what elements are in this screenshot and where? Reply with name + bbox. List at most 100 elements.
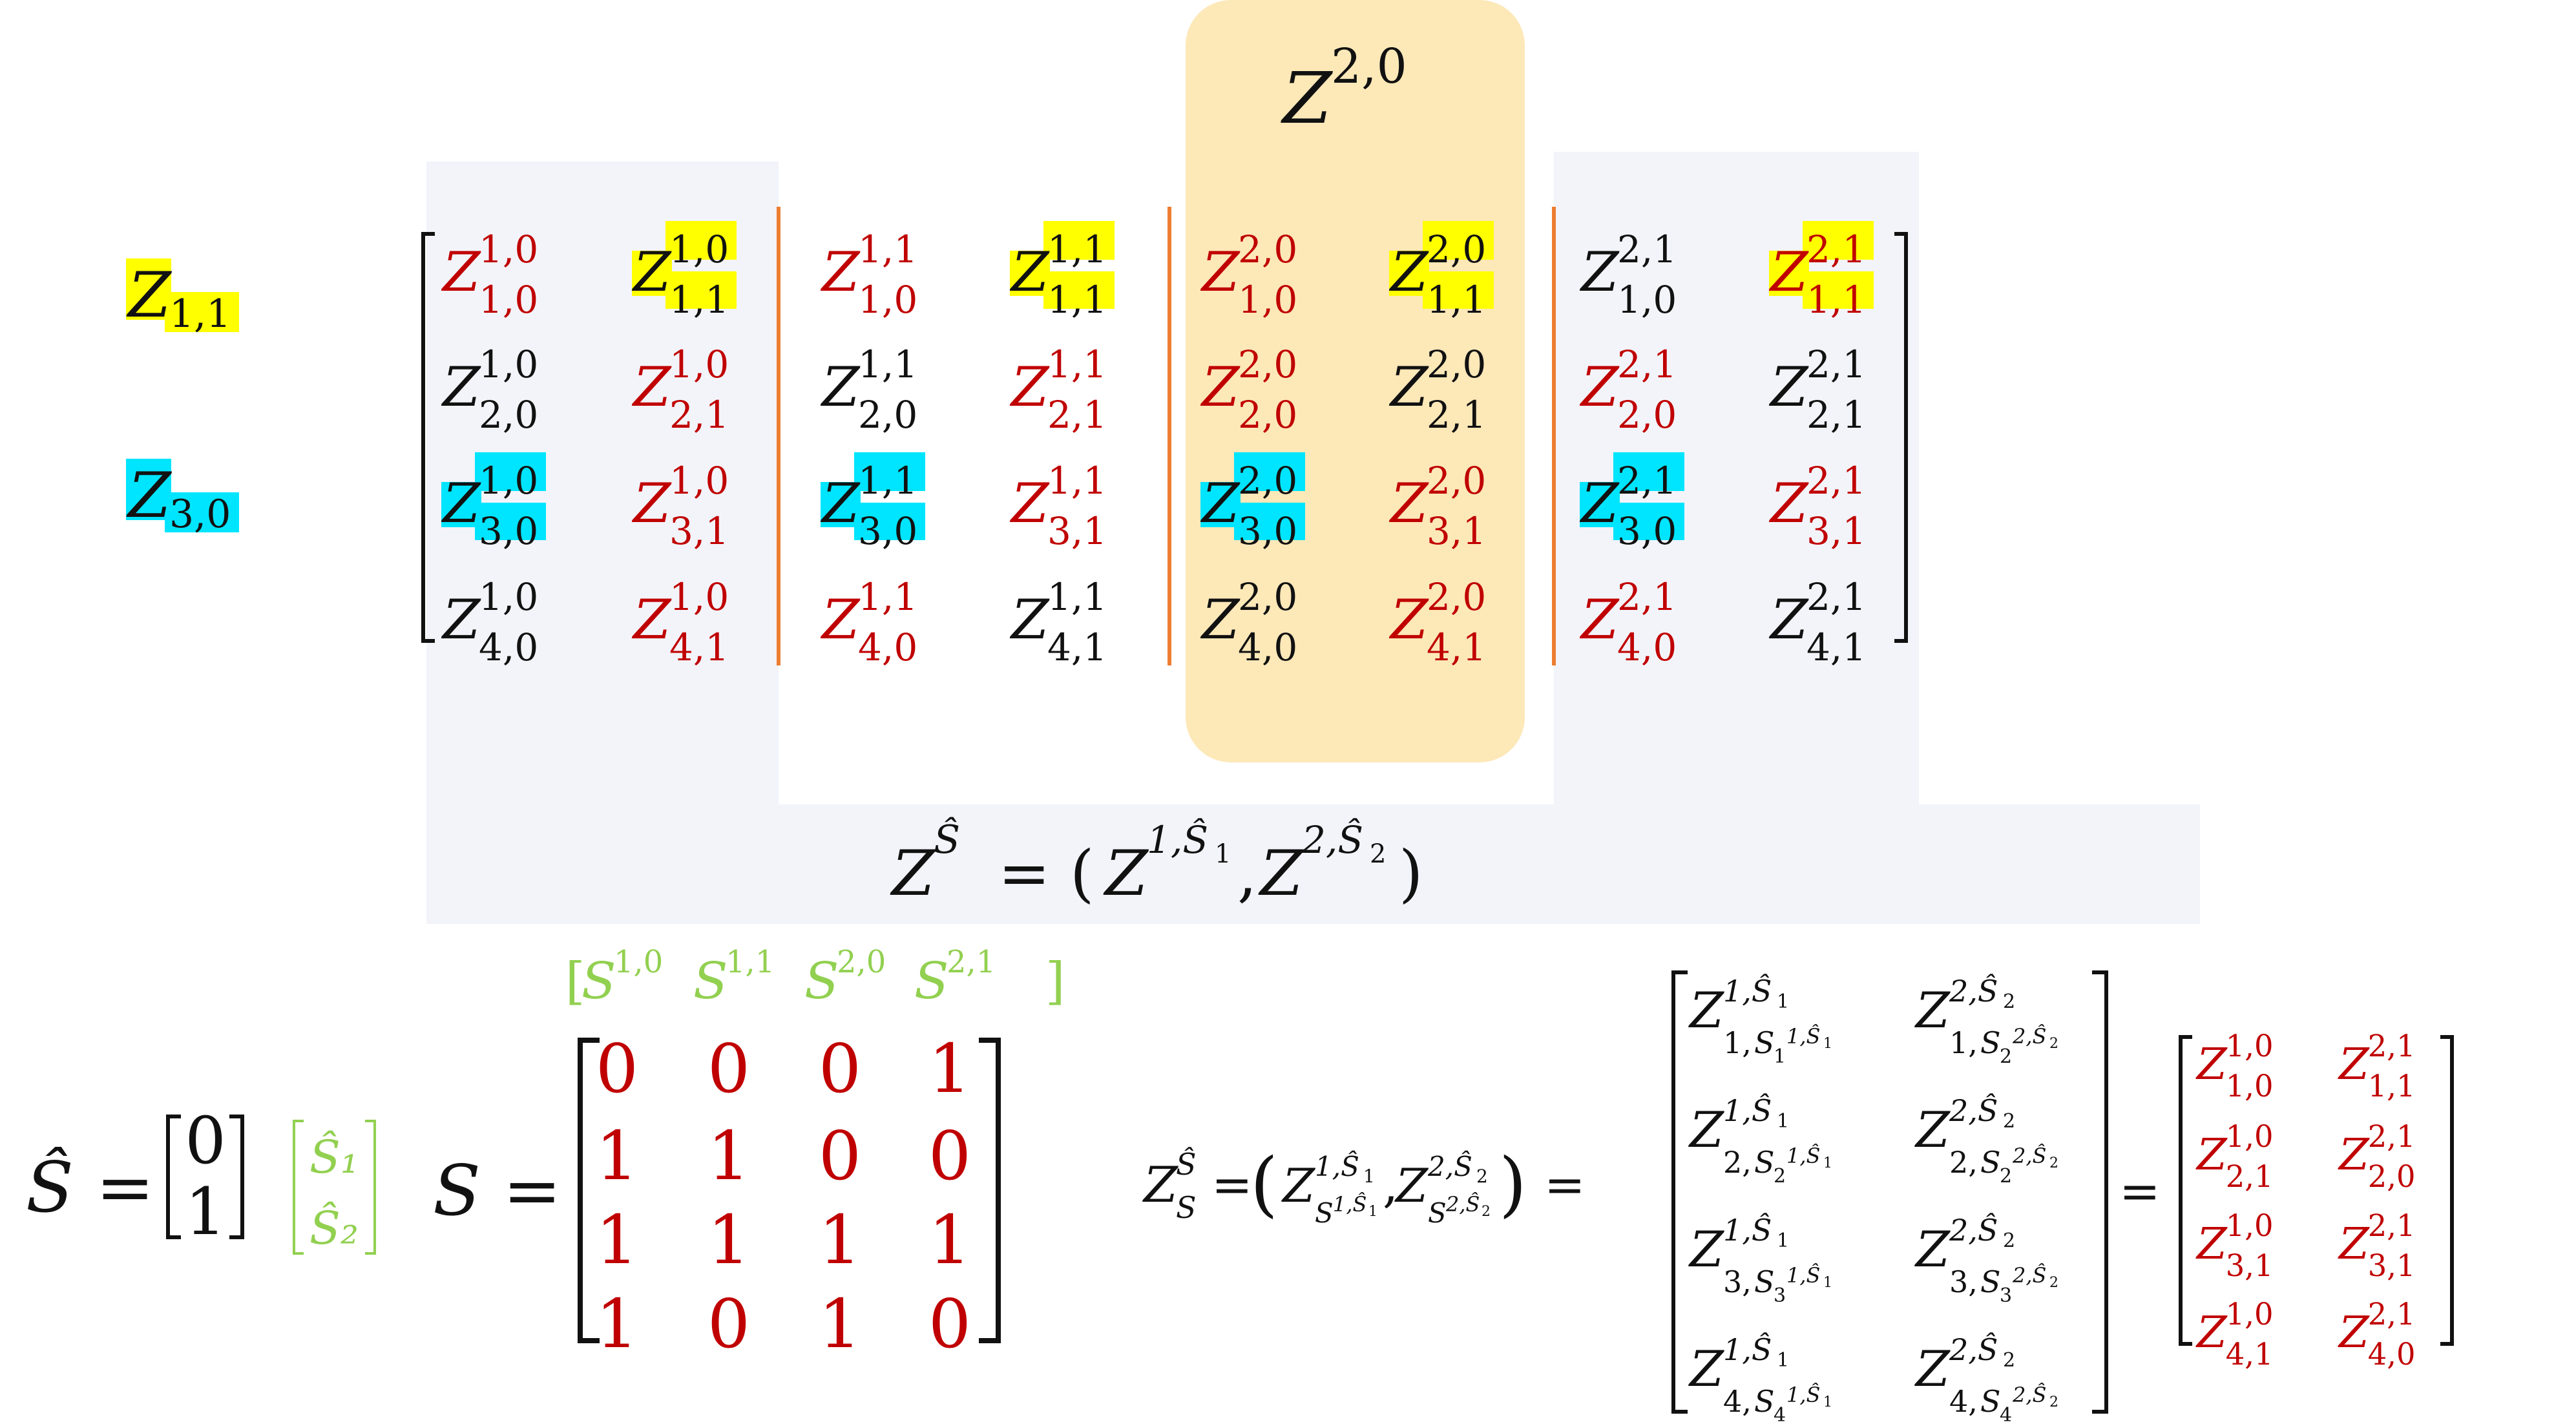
z-superscript: 1,1 — [858, 342, 917, 386]
matrix-z-cell: Z2,0 1,1 — [1388, 227, 1486, 322]
z-letter: Z — [631, 588, 672, 651]
s-matrix-cell: 0 — [707, 1029, 750, 1108]
z-superscript: 1,0 — [2226, 1208, 2274, 1243]
z-superscript: 2,1 — [2368, 1119, 2416, 1154]
z-letter: Z — [1914, 1101, 1951, 1158]
matrix-z-cell: Z2,03,1 — [1388, 459, 1486, 553]
z-letter: Z — [2338, 1039, 2370, 1089]
z-result-cell: Z1,03,1 — [2195, 1208, 2274, 1283]
z-letter: Z — [1388, 355, 1429, 419]
z-subscript-index: 4 — [2000, 1404, 2012, 1424]
z-subscript: 1,0 — [479, 278, 538, 322]
s-matrix-cell: 0 — [928, 1284, 971, 1363]
matrix-z-cell: Z1,04,0 — [441, 575, 538, 669]
left-bracket — [1671, 970, 1688, 1414]
z-letter: Z — [1388, 240, 1429, 304]
z-superscript-index: 1 — [1777, 1110, 1789, 1133]
matrix-z-cell: Z1,01,0 — [441, 227, 538, 322]
z-result-cell: Z1,01,0 — [2195, 1029, 2274, 1104]
z-letter: Z — [631, 355, 672, 419]
z-subscript-index: 2 — [1774, 1165, 1786, 1188]
z-letter: Z — [1388, 588, 1429, 651]
z-subscript: 1,1 — [1427, 278, 1486, 322]
math-text: 1 — [1368, 1204, 1377, 1220]
z-subscript-sup-index: 1 — [1823, 1155, 1832, 1171]
matrix-z-cell: Z1,14,1 — [1009, 575, 1107, 669]
matrix-z-cell: Z2,01,0 — [1200, 227, 1297, 322]
matrix-z-cell: Z1,04,1 — [631, 575, 729, 669]
z-subscript: 3,0 — [479, 509, 538, 553]
z-superscript: 1,0 — [669, 227, 729, 271]
z-superscript: 2,0 — [1427, 227, 1486, 271]
z-subscript: 2,0 — [1617, 393, 1677, 437]
s-hat-lhs: Ŝ = — [26, 1146, 154, 1228]
z-superscript: 2,Ŝ — [1949, 1093, 1998, 1128]
z-superscript: 1,0 — [479, 459, 538, 503]
z-subscript: 4,0 — [479, 625, 538, 669]
z-superscript: 2,Ŝ — [1949, 1332, 1998, 1367]
z-superscript: 2,Ŝ — [1949, 1212, 1998, 1248]
z-superscript: 1,0 — [669, 575, 729, 619]
math-text: 2 — [1370, 839, 1386, 869]
z-letter: Z — [2338, 1219, 2370, 1269]
z-superscript-index: 2 — [2003, 1110, 2015, 1133]
right-bracket — [2092, 970, 2108, 1414]
z-subscript: 2, — [1723, 1145, 1752, 1180]
z-subscript: 2,1 — [1047, 393, 1107, 437]
matrix-z-cell: Z2,14,0 — [1579, 575, 1677, 669]
z-letter: Z — [1200, 240, 1241, 304]
yellow-highlight — [1389, 251, 1429, 296]
z-letter: Z — [1688, 981, 1724, 1039]
z-subscript-sup: 2,Ŝ — [2012, 1383, 2046, 1407]
s-matrix-cell: 1 — [819, 1200, 861, 1279]
z-subscript-sup: 1,Ŝ — [1786, 1383, 1820, 1407]
cyan-highlight — [821, 482, 861, 527]
z-result-cell: Z1,02,1 — [2195, 1119, 2274, 1194]
header-s: S — [914, 952, 948, 1010]
z-subscript-index: 2 — [2000, 1165, 2012, 1188]
top-label: Z2,0 — [1281, 39, 1407, 140]
z-subscript: S — [1980, 1025, 2001, 1060]
band-orange-column — [1186, 0, 1525, 762]
green-bracket-right — [365, 1120, 376, 1255]
z-superscript: 2,1 — [2368, 1297, 2416, 1332]
z-letter: Z — [1688, 1220, 1724, 1278]
z-subscript: 4,0 — [1617, 625, 1677, 669]
z-subscript: 1,0 — [1617, 278, 1677, 322]
z-letter: Z — [820, 355, 861, 419]
z-subscript-sup: 2,Ŝ — [2012, 1263, 2046, 1288]
matrix-z-cell: Z1,12,0 — [820, 342, 917, 437]
z-letter: Z — [1009, 588, 1050, 651]
cyan-highlight — [475, 452, 546, 491]
header-sup: 2,0 — [837, 944, 886, 980]
header-sup: 1,0 — [614, 944, 663, 980]
right-bracket — [229, 1115, 244, 1239]
z-superscript: 2,1 — [1617, 342, 1677, 386]
z-superscript: 2,0 — [1427, 459, 1486, 503]
z-superscript: 1,1 — [1047, 459, 1107, 503]
z-subscript-sup-index: 2 — [2049, 1155, 2058, 1171]
label-subscript: 3,0 — [169, 492, 231, 537]
top-label-sup: 2,0 — [1331, 39, 1407, 94]
cyan-highlight — [475, 503, 546, 540]
z-subscript-sup-index: 2 — [2049, 1394, 2058, 1410]
z-subscript: 1,1 — [1047, 278, 1107, 322]
z-subscript: 4, — [1949, 1384, 1978, 1419]
matrix-z-cell: Z2,13,0 — [1579, 459, 1677, 553]
z-superscript: 1,0 — [2226, 1029, 2274, 1063]
z-letter: Z — [1688, 1101, 1724, 1158]
z-result-cell: Z2,12,0 — [2338, 1119, 2416, 1194]
z-letter: Z — [1009, 355, 1050, 419]
math-text: Z — [890, 837, 936, 910]
z-superscript: 2,1 — [2368, 1208, 2416, 1243]
label-highlight — [126, 258, 171, 320]
z-superscript: 1,0 — [669, 342, 729, 386]
z-subscript: 2,1 — [1806, 393, 1866, 437]
matrix-z-cell: Z2,12,0 — [1579, 342, 1677, 437]
yellow-highlight — [1010, 251, 1050, 296]
